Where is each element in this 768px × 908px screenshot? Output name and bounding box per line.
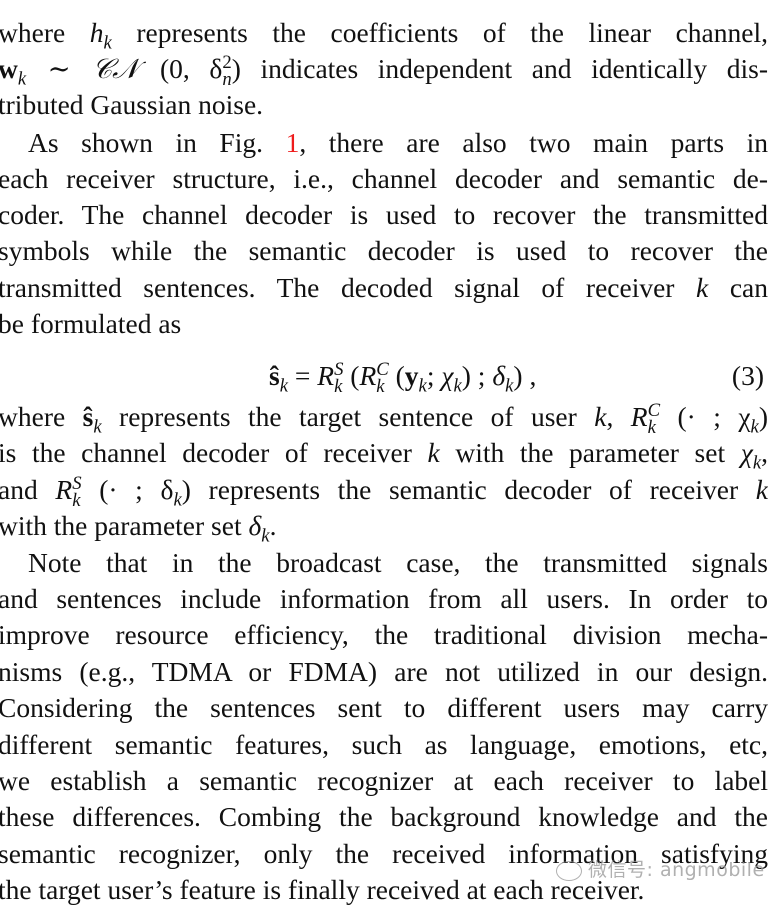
- para4-line: nisms (e.g., TDMA or FDMA) are not utili…: [0, 656, 768, 687]
- math-h: hk: [89, 17, 112, 54]
- para2-line3: coder. The channel decoder is used to re…: [0, 199, 768, 230]
- para3-line4: with the parameter set δk.: [0, 510, 277, 547]
- text: indicates independent and identically di…: [240, 53, 768, 84]
- para2-line2: each receiver structure, i.e., channel d…: [0, 163, 768, 194]
- para3-line2: is the channel decoder of receiver k wit…: [0, 437, 768, 474]
- watermark: 微信号: angmobile: [556, 855, 765, 882]
- para4-line: the target user’s feature is finally rec…: [0, 874, 645, 905]
- text: , there are also two main parts in: [299, 127, 768, 158]
- para1-line3: tributed Gaussian noise.: [0, 89, 264, 120]
- para4-line: these differences. Combing the backgroun…: [0, 801, 768, 832]
- math-k: k: [696, 272, 709, 303]
- text: can: [708, 272, 768, 303]
- wechat-icon: [556, 860, 582, 881]
- para4-line: and sentences include information from a…: [0, 583, 768, 614]
- text: As shown in Fig.: [28, 127, 286, 158]
- para3-line1: where ŝk represents the target sentence …: [0, 399, 768, 438]
- para4-line: we establish a semantic recognizer at ea…: [0, 765, 768, 796]
- para4-line: semantic recognizer, only the received i…: [0, 838, 768, 869]
- math-w: w: [0, 53, 18, 84]
- para2-line4: symbols while the semantic decoder is us…: [0, 235, 768, 266]
- math-sub: k: [17, 68, 27, 90]
- para2-line5: transmitted sentences. The decoded signa…: [0, 270, 768, 306]
- para1-line1: where hk represents the coefficients of …: [0, 15, 768, 54]
- para4-line: different semantic features, such as lan…: [0, 729, 768, 760]
- text: represents the coefficients of the linea…: [111, 17, 768, 48]
- text: transmitted sentences. The decoded signa…: [0, 272, 697, 303]
- para2-line1: As shown in Fig. 1, there are also two m…: [0, 125, 768, 161]
- equation-number: (3): [731, 360, 764, 391]
- math-dist: ∼ 𝒞𝒩: [26, 53, 160, 85]
- para4-line: improve resource efficiency, the traditi…: [0, 619, 768, 650]
- para4-line: Considering the sentences sent to differ…: [0, 692, 768, 723]
- para4-line: Note that in the broadcast case, the tra…: [28, 547, 768, 578]
- figure-reference-link[interactable]: 1: [285, 127, 300, 158]
- watermark-text: 微信号: angmobile: [588, 859, 765, 881]
- text: where: [0, 17, 90, 48]
- para2-line6: be formulated as: [0, 308, 182, 339]
